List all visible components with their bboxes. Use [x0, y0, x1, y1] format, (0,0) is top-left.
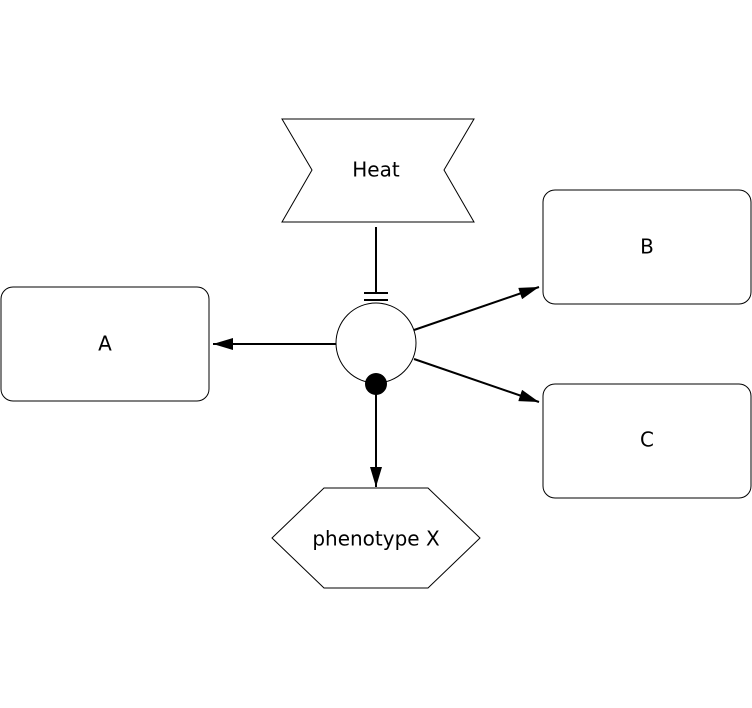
- node-a-box: [0, 286, 210, 402]
- heat-node[interactable]: Heat: [281, 118, 475, 223]
- node-b[interactable]: B: [542, 189, 752, 305]
- phenotype-label: phenotype X: [312, 527, 440, 551]
- process-node[interactable]: [335, 302, 417, 395]
- edge-process-to-b: [413, 286, 540, 331]
- edge-heat-inhibition: [364, 227, 388, 301]
- node-c[interactable]: C: [542, 383, 752, 499]
- process-port-dot: [365, 373, 387, 395]
- edge-process-to-c: [413, 358, 540, 403]
- phenotype-node[interactable]: phenotype X: [271, 487, 481, 589]
- node-a-label: A: [98, 332, 112, 356]
- node-b-label: B: [640, 235, 654, 259]
- phenotype-shape: [271, 487, 481, 589]
- node-c-box: [542, 383, 752, 499]
- node-b-box: [542, 189, 752, 305]
- heat-shape: [281, 118, 475, 223]
- heat-label: Heat: [352, 158, 400, 182]
- process-circle: [335, 302, 417, 384]
- node-c-label: C: [640, 428, 654, 452]
- node-a[interactable]: A: [0, 286, 210, 402]
